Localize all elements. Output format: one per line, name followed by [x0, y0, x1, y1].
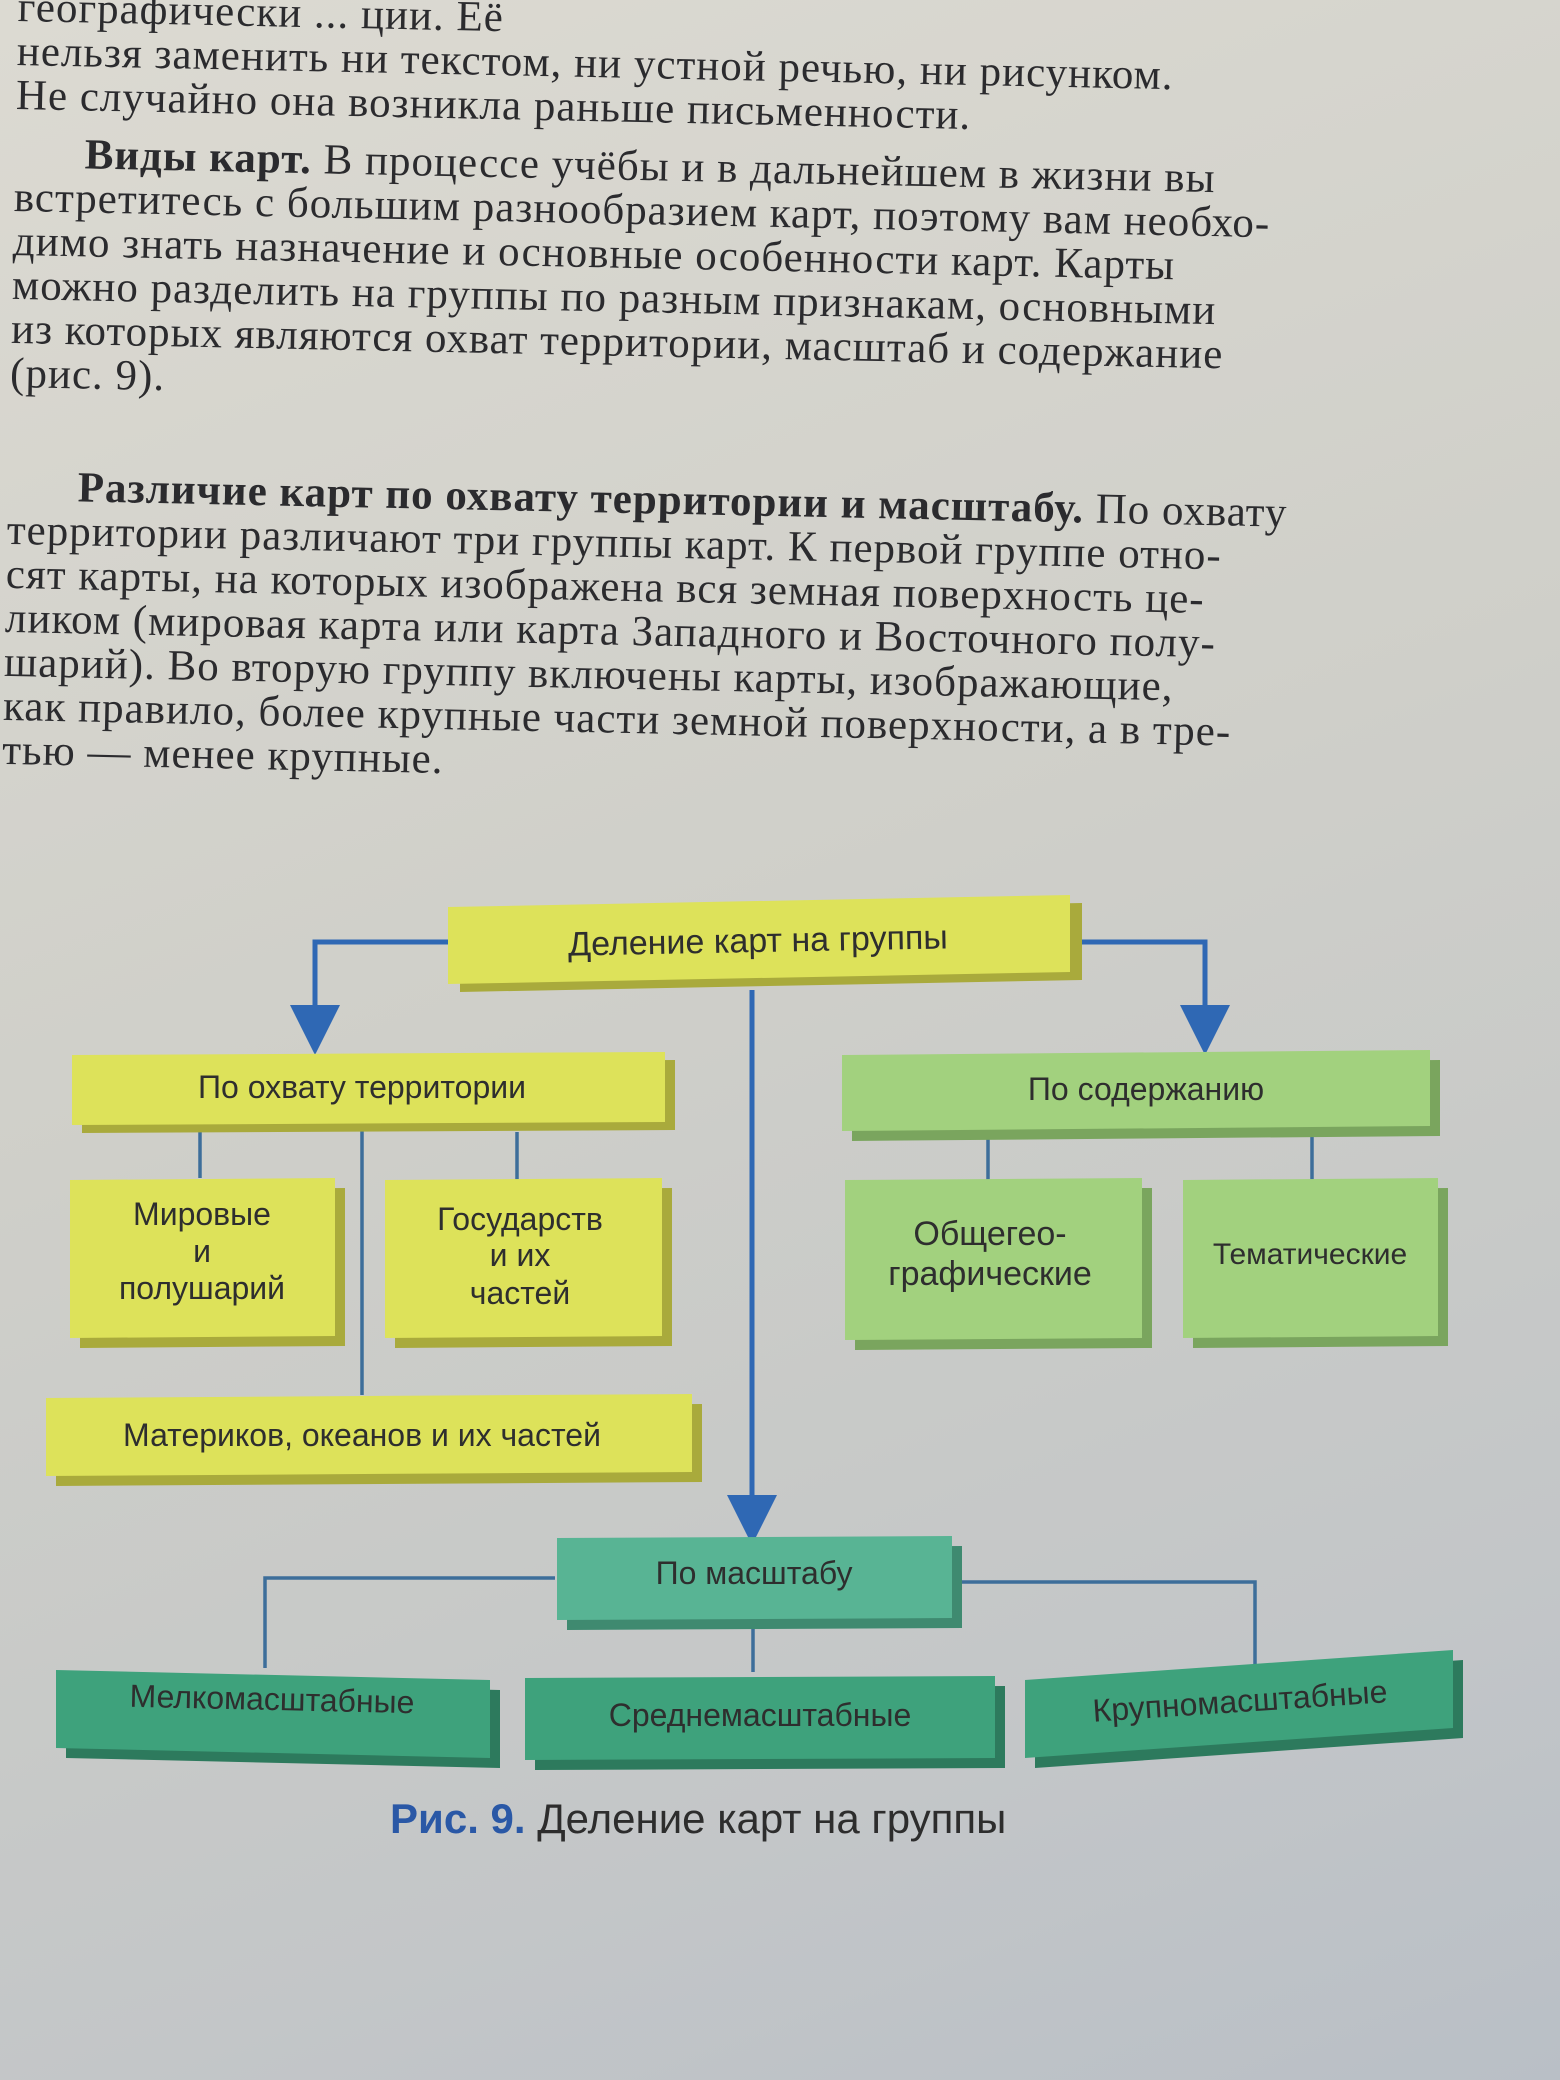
box-thematic: Тематические — [1183, 1178, 1448, 1348]
box-medium-scale: Среднемасштабные — [525, 1676, 1005, 1770]
world-label-3: полушарий — [119, 1270, 285, 1306]
states-label-2: и их — [490, 1237, 551, 1273]
figure-caption: Рис. 9. Деление карт на группы — [390, 1795, 1006, 1843]
figure-number: Рис. 9. — [390, 1795, 526, 1842]
arrow-to-content — [1070, 939, 1230, 1055]
line-to-large-scale — [955, 1580, 1257, 1668]
line-to-small-scale — [263, 1576, 555, 1668]
content-label: По содержанию — [1028, 1071, 1264, 1107]
box-general: Общегео- графические — [845, 1178, 1152, 1350]
general-label-1: Общегео- — [913, 1215, 1066, 1253]
continents-label: Материков, океанов и их частей — [123, 1417, 601, 1453]
territory-label: По охвату территории — [198, 1069, 526, 1105]
arrow-to-territory — [290, 939, 448, 1055]
medium-scale-label: Среднемасштабные — [609, 1697, 912, 1733]
box-large-scale: Крупномасштабные — [1025, 1650, 1463, 1768]
box-continents: Материков, океанов и их частей — [46, 1394, 702, 1486]
box-territory: По охвату территории — [72, 1052, 675, 1133]
small-scale-label: Мелкомасштабные — [129, 1678, 415, 1720]
root-label: Деление карт на группы — [568, 918, 948, 963]
box-states: Государств и их частей — [385, 1178, 672, 1348]
box-scale: По масштабу — [557, 1536, 962, 1630]
general-label-2: графические — [888, 1255, 1092, 1293]
figure-title: Деление карт на группы — [525, 1795, 1007, 1842]
states-label-3: частей — [470, 1275, 570, 1311]
box-content: По содержанию — [842, 1050, 1440, 1141]
diagram-tree-lines — [198, 1130, 1314, 1672]
box-small-scale: Мелкомасштабные — [56, 1670, 500, 1768]
world-label-2: и — [193, 1233, 211, 1269]
box-world: Мировые и полушарий — [70, 1178, 345, 1348]
world-label-1: Мировые — [133, 1196, 271, 1232]
states-label-1: Государств — [437, 1201, 603, 1237]
box-root: Деление карт на группы — [448, 895, 1082, 992]
diagram-connectors — [290, 939, 1230, 1545]
scale-label: По масштабу — [656, 1555, 853, 1591]
thematic-label: Тематические — [1213, 1238, 1407, 1271]
